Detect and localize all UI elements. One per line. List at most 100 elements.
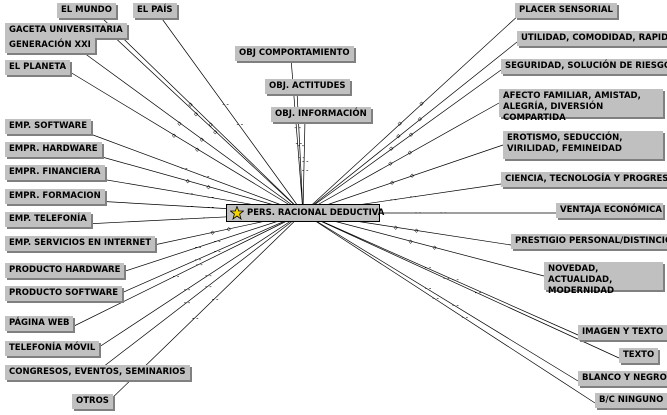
connection-line: [69, 71, 304, 214]
connector-dash-icon: --: [474, 289, 482, 297]
connector-dash-icon: --: [204, 283, 212, 291]
node-bc-ninguno[interactable]: B/C NINGUNO: [595, 393, 667, 408]
connector-dash-icon: --: [409, 193, 417, 201]
connector-diamond-icon: ◇: [389, 145, 394, 153]
connection-line: [69, 212, 304, 329]
connector-dash-icon: --: [194, 244, 202, 252]
node-producto-hardware[interactable]: PRODUCTO HARDWARE: [5, 263, 125, 278]
node-el-pais[interactable]: EL PAÍS: [133, 3, 177, 18]
connector-dash-icon: --: [206, 204, 214, 212]
connection-line: [302, 144, 504, 214]
connector-dash-icon: --: [180, 215, 188, 223]
connection-line: [89, 212, 304, 378]
center-node[interactable]: PERS. RACIONAL DEDUCTIVA: [226, 204, 384, 222]
connection-line: [89, 212, 304, 354]
connector-dash-icon: --: [202, 173, 210, 181]
connection-line: [94, 154, 304, 214]
node-utilidad-comodidad-rapidez[interactable]: UTILIDAD, COMODIDAD, RAPIDEZ: [517, 31, 667, 46]
connector-dash-icon: --: [186, 190, 194, 198]
node-congresos-eventos-seminarios[interactable]: CONGRESOS, EVENTOS, SEMINARIOS: [5, 365, 190, 380]
connector-dash-icon: --: [451, 276, 459, 284]
connection-line: [302, 118, 306, 214]
connection-line: [302, 212, 620, 359]
node-empr-financiera[interactable]: EMPR. FINANCIERA: [5, 165, 105, 180]
node-generacion-xxi[interactable]: GENERACIÓN XXI: [5, 38, 95, 53]
connector-dash-icon: --: [439, 209, 447, 217]
node-ciencia-tecnologia-progreso[interactable]: CIENCIA, TECNOLOGÍA Y PROGRESO: [501, 172, 667, 187]
connection-line: [109, 212, 304, 299]
node-telefonia-movil[interactable]: TELEFONÍA MÓVIL: [5, 341, 100, 356]
connector-dash-icon: --: [194, 256, 202, 264]
connector-dash-icon: --: [213, 237, 221, 245]
node-obj-comportamiento[interactable]: OBJ COMPORTAMIENTO: [235, 46, 354, 61]
node-blanco-y-negro[interactable]: BLANCO Y NEGRO: [578, 371, 667, 386]
connection-line: [302, 41, 518, 214]
star-icon: [230, 206, 244, 220]
node-placer-sensorial[interactable]: PLACER SENSORIAL: [515, 3, 617, 18]
connector-diamond-icon: ◇: [433, 244, 438, 252]
connector-diamond-icon: ◇: [409, 130, 414, 138]
node-seguridad-solucion-riesgos[interactable]: SEGURIDAD, SOLUCIÓN DE RIESGOS: [501, 59, 667, 74]
connector-dash-icon: --: [442, 274, 450, 282]
connection-line: [302, 212, 579, 336]
node-empr-formacion[interactable]: EMPR. FORMACION: [5, 189, 105, 204]
node-pagina-web[interactable]: PÁGINA WEB: [5, 316, 74, 331]
node-ventaja-economica[interactable]: VENTAJA ECONÓMICA: [556, 203, 663, 218]
node-emp-servicios-internet[interactable]: EMP. SERVICIOS EN INTERNET: [5, 236, 156, 251]
connector-dash-icon: --: [431, 295, 439, 303]
connection-line: [302, 212, 596, 404]
connection-line: [302, 212, 579, 382]
connector-dash-icon: --: [180, 164, 188, 172]
connector-diamond-icon: ◇: [396, 132, 401, 140]
connector-diamond-icon: ◇: [188, 101, 193, 109]
node-el-mundo[interactable]: EL MUNDO: [57, 3, 116, 18]
connector-diamond-icon: ◇: [418, 115, 423, 123]
node-gaceta-universitaria[interactable]: GACETA UNIVERSITARIA: [5, 23, 127, 38]
connector-diamond-icon: ◇: [209, 120, 214, 128]
connector-diamond-icon: ◇: [408, 149, 413, 157]
connector-dash-icon: --: [186, 202, 194, 210]
connector-diamond-icon: ◇: [206, 183, 211, 191]
node-empr-hardware[interactable]: EMPR. HARDWARE: [5, 142, 102, 157]
connector-dash-icon: --: [202, 214, 210, 222]
connector-dash-icon: --: [297, 142, 305, 150]
connection-line: [79, 49, 304, 214]
connector-dash-icon: --: [236, 120, 244, 128]
connector-dash-icon: --: [301, 167, 309, 175]
node-erotismo-seduccion[interactable]: EROTISMO, SEDUCCIÓN, VIRILIDAD, FEMINEID…: [503, 131, 663, 159]
node-texto[interactable]: TEXTO: [619, 348, 659, 363]
connector-dash-icon: --: [297, 154, 305, 162]
node-emp-software[interactable]: EMP. SOFTWARE: [5, 119, 91, 134]
connector-diamond-icon: ◇: [388, 160, 393, 168]
connection-line: [302, 212, 545, 277]
connection-line: [302, 13, 521, 214]
connector-diamond-icon: ◇: [419, 100, 424, 108]
node-el-planeta[interactable]: EL PLANETA: [5, 60, 71, 75]
connector-diamond-icon: ◇: [398, 119, 403, 127]
connector-dash-icon: --: [183, 299, 191, 307]
node-obj-informacion[interactable]: OBJ. INFORMACIÓN: [271, 107, 371, 122]
connection-line: [302, 102, 500, 214]
node-prestigio-personal[interactable]: PRESTIGIO PERSONAL/DISTINCIÓN: [511, 234, 667, 249]
connector-diamond-icon: ◇: [227, 225, 232, 233]
node-producto-software[interactable]: PRODUCTO SOFTWARE: [5, 286, 123, 301]
node-afecto-familiar[interactable]: AFECTO FAMILIAR, AMISTAD, ALEGRÍA, DIVER…: [499, 89, 663, 123]
connection-line: [109, 212, 304, 277]
connection-line: [302, 69, 502, 214]
node-novedad-actualidad[interactable]: NOVEDAD, ACTUALIDAD, MODERNIDAD: [544, 262, 663, 296]
connector-diamond-icon: ◇: [410, 172, 415, 180]
connection-line: [84, 131, 304, 214]
node-imagen-y-texto[interactable]: IMAGEN Y TEXTO: [578, 325, 667, 340]
connector-diamond-icon: ◇: [200, 136, 205, 144]
connector-dash-icon: --: [204, 272, 212, 280]
connection-line: [99, 15, 304, 214]
connector-dash-icon: --: [191, 315, 199, 323]
node-emp-telefonia[interactable]: EMP. TELEFONÍA: [5, 212, 91, 227]
node-obj-actitudes[interactable]: OBJ. ACTITUDES: [265, 79, 350, 94]
connector-dash-icon: --: [295, 139, 303, 147]
node-otros[interactable]: OTROS: [72, 394, 113, 409]
connector-dash-icon: --: [451, 301, 459, 309]
connector-diamond-icon: ◇: [172, 131, 177, 139]
connector-dash-icon: --: [195, 261, 203, 269]
